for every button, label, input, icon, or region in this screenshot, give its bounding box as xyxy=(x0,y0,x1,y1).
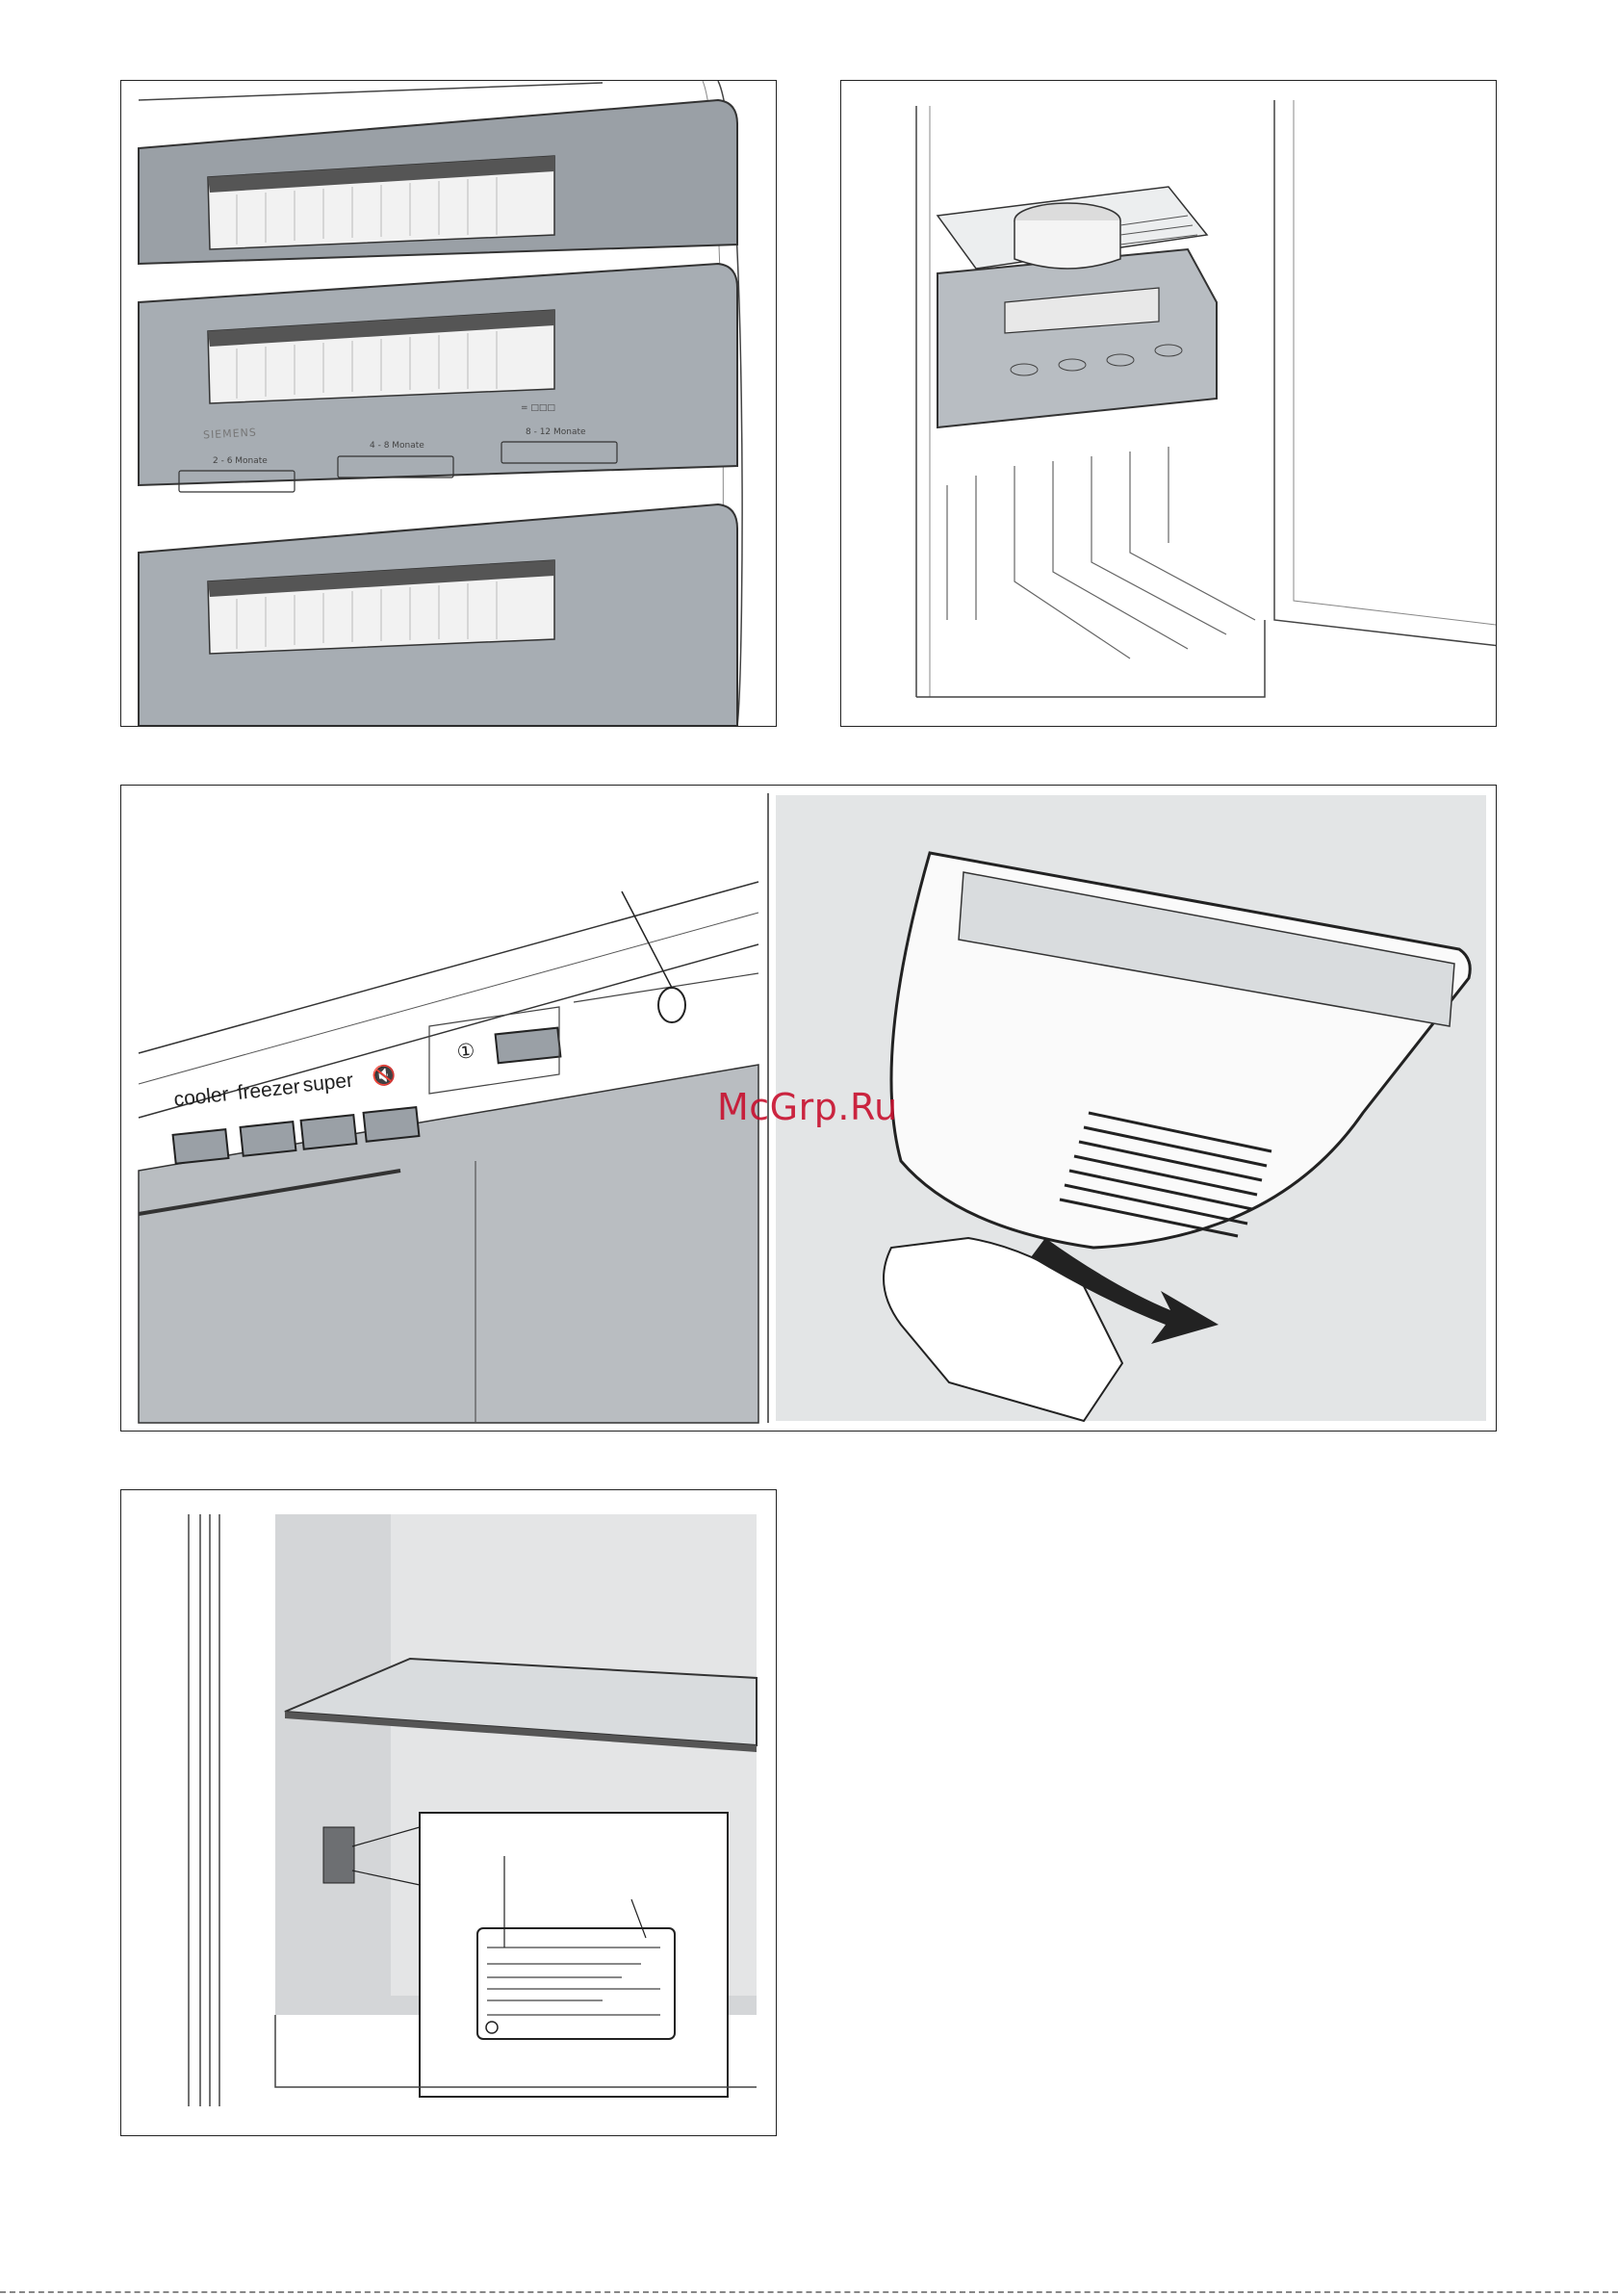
power-symbol: ① xyxy=(455,1039,475,1065)
freezer-interior-illustration xyxy=(841,81,1496,726)
storage-group-title-1: 2 - 6 Monate xyxy=(213,456,268,466)
freezer-drawers-illustration xyxy=(121,81,776,726)
storage-group-title-2: 4 - 8 Monate xyxy=(370,441,424,451)
figure-freezer-interior xyxy=(840,80,1497,727)
figure-rating-plate xyxy=(120,1489,777,2136)
figure-freezer-drawers: SIEMENS = □□□ 2 - 6 Monate 4 - 8 Monate … xyxy=(120,80,777,727)
page-bottom-rule xyxy=(0,2291,1618,2293)
drawer-sticker: = □□□ xyxy=(521,403,555,413)
watermark: McGrp.Ru xyxy=(717,1086,898,1128)
speaker-icon: 🔇 xyxy=(371,1063,397,1089)
storage-group-title-3: 8 - 12 Monate xyxy=(526,427,586,437)
rating-plate-illustration xyxy=(121,1490,776,2135)
